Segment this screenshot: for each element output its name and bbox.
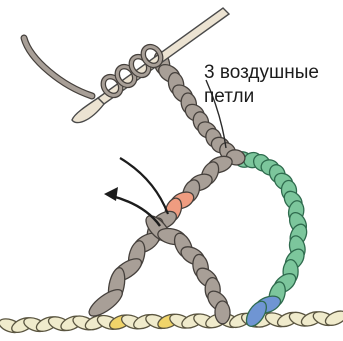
arrow-line <box>120 158 168 214</box>
yarn-tail-outline <box>24 38 92 96</box>
annotation-label-line2: петли <box>204 86 254 108</box>
base-chain <box>0 308 343 335</box>
arrow-head <box>104 187 118 201</box>
chain-loop-green <box>232 149 310 329</box>
gray-chain-stitch <box>215 301 231 324</box>
yarn-tail-strand <box>24 38 92 96</box>
yarn-tail <box>24 38 92 96</box>
hook-head <box>72 98 104 123</box>
annotation-label-line1: 3 воздушные <box>204 62 319 84</box>
